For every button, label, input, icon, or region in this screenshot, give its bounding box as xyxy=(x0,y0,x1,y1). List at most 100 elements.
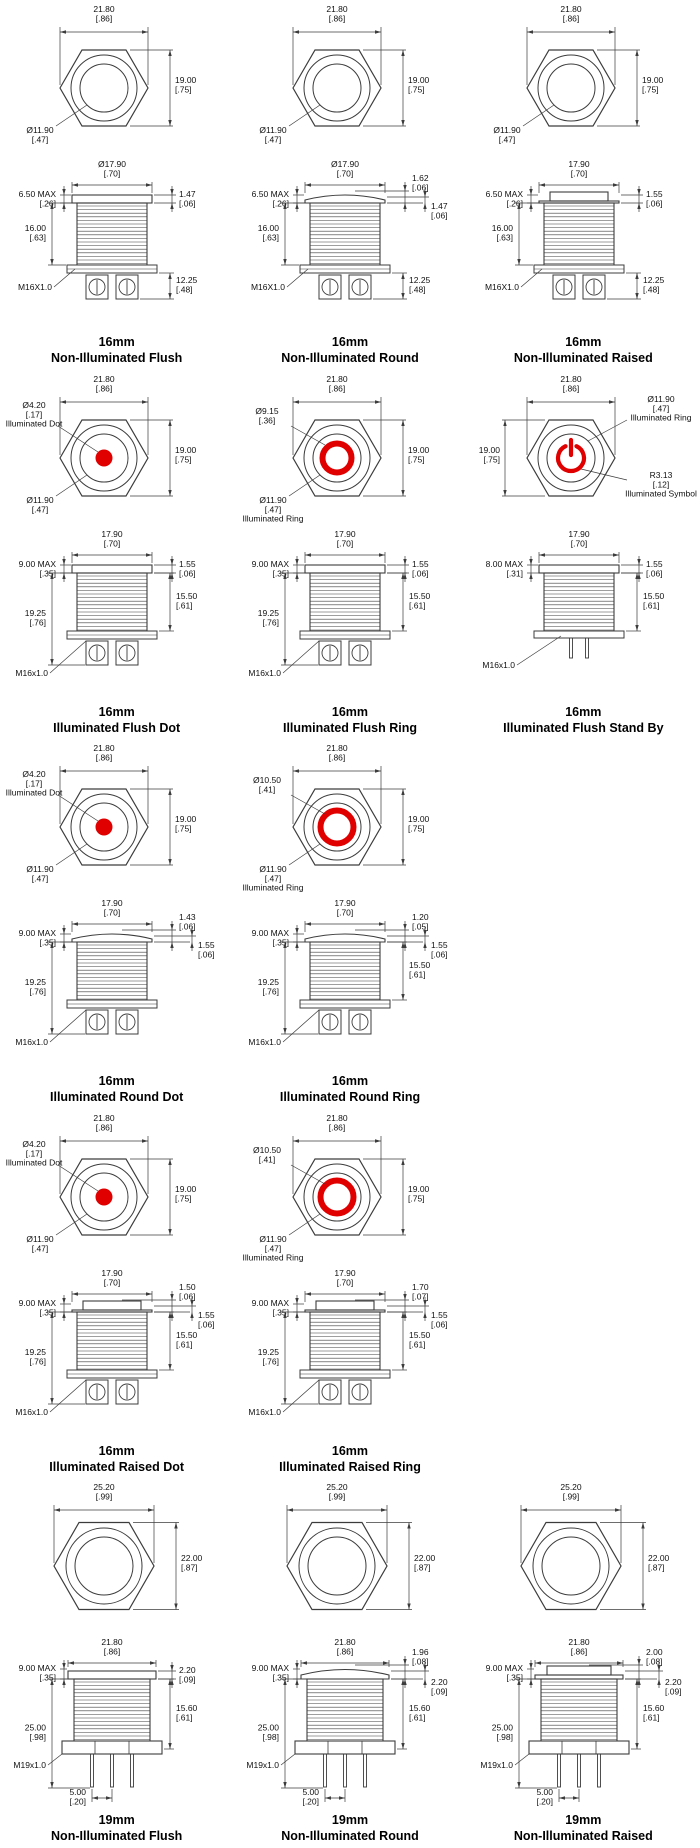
dim-label: 21.80[.86] xyxy=(94,743,116,762)
arrowhead xyxy=(423,1299,428,1306)
arrowhead xyxy=(403,1293,408,1300)
screw-terminal xyxy=(318,1379,342,1405)
arrowhead xyxy=(305,1292,312,1296)
arrowhead xyxy=(403,1659,408,1666)
leader-line xyxy=(587,419,627,441)
dim-label: M19x1.0 xyxy=(247,1760,280,1770)
leader-line xyxy=(289,843,321,866)
dim-label: 9.00 MAX[.35] xyxy=(19,559,57,578)
arrowhead xyxy=(283,572,288,579)
arrowhead xyxy=(287,1508,294,1513)
bezel-circle xyxy=(537,54,605,122)
side-view-drawing: 17.90[.70]9.00 MAX[.35]1.55[.06]19.25[.7… xyxy=(16,529,198,678)
button-cap xyxy=(71,564,153,574)
arrowhead xyxy=(168,1158,172,1165)
button-cap xyxy=(538,564,620,574)
caption-type: Illuminated Flush Ring xyxy=(282,720,417,735)
threaded-body xyxy=(309,941,382,1001)
screw-slot xyxy=(555,278,573,296)
arrowhead xyxy=(423,1311,428,1318)
dim-label: Ø11.90[.47] xyxy=(493,125,521,144)
side-view-drawing: Ø17.90[.70]6.50 MAX[.26]1.47[.06]16.00[.… xyxy=(18,159,198,300)
arrowhead xyxy=(616,1661,623,1666)
dim-label: 16.00[.63] xyxy=(25,223,47,242)
arrowhead xyxy=(168,489,172,496)
terminal-pin xyxy=(584,637,589,659)
arrowhead xyxy=(641,1522,645,1529)
arrowhead xyxy=(529,1663,533,1670)
dim-label: 9.00 MAX[.35] xyxy=(19,1298,57,1317)
dim-label: 9.00 MAX[.35] xyxy=(485,1663,523,1682)
threaded-body xyxy=(309,1311,382,1371)
arrowhead xyxy=(503,489,507,496)
screw-terminal xyxy=(85,1009,109,1035)
dim-label: M16X1.0 xyxy=(485,282,519,292)
dim-label: Ø17.90[.70] xyxy=(332,159,360,178)
cell-19mm-non-illuminated-flush: 25.20[.99]22.00[.87]21.80[.86]9.00 MAX[.… xyxy=(0,1478,233,1848)
leader-line xyxy=(283,1379,320,1413)
caption-type: Illuminated Round Ring xyxy=(279,1090,421,1105)
dim-label: 19.25[.76] xyxy=(25,977,47,996)
arrowhead xyxy=(283,1311,288,1318)
arrowhead xyxy=(526,399,533,404)
button-cap xyxy=(534,1674,624,1680)
dim-label: M16x1.0 xyxy=(249,1037,282,1047)
dim-label: 19.25[.76] xyxy=(258,1347,280,1366)
caption-type: Non-Illuminated Flush xyxy=(51,351,183,365)
screw-terminal xyxy=(348,1009,372,1035)
arrowhead xyxy=(295,1311,300,1318)
arrowhead xyxy=(407,1603,412,1610)
dim-label: 8.00 MAX[.31] xyxy=(485,559,523,578)
illuminated-ring xyxy=(317,807,357,847)
arrowhead xyxy=(614,1508,621,1513)
arrowhead xyxy=(72,1292,79,1296)
dim-label: M16x1.0 xyxy=(16,1407,49,1417)
dim-label: 21.80[.86] xyxy=(327,1113,349,1132)
arrowhead xyxy=(168,859,172,866)
arrowhead xyxy=(637,189,641,195)
dim-label: 19.00[.75] xyxy=(479,445,501,464)
hex-nut-outline xyxy=(59,788,149,866)
arrowhead xyxy=(142,769,149,773)
dim-label: 9.00 MAX[.35] xyxy=(252,1298,290,1317)
dim-label: 19.25[.76] xyxy=(258,608,280,627)
top-view-drawing: 21.80[.86]19.00[.75]Ø11.90[.47] xyxy=(260,4,430,144)
caption-size: 16mm xyxy=(98,1074,135,1089)
arrowhead xyxy=(612,183,619,187)
arrowhead xyxy=(148,1508,155,1513)
arrowhead xyxy=(170,189,174,195)
dim-label: 19.00[.75] xyxy=(408,814,430,833)
dim-label: 17.90[.70] xyxy=(335,529,357,548)
screw-terminal xyxy=(582,274,606,300)
side-view-drawing: 21.80[.86]9.00 MAX[.35]1.96[.08]2.20[.09… xyxy=(247,1637,448,1806)
terminal-pin xyxy=(363,1753,368,1788)
caption-size: 19mm xyxy=(98,1813,135,1828)
leader-line xyxy=(47,1754,63,1766)
arrowhead xyxy=(572,1796,579,1801)
hex-nut xyxy=(294,1740,397,1755)
arrowhead xyxy=(339,1796,346,1801)
cell-16mm-illuminated-flush-stand-by: 21.80[.86]19.00[.75]Ø11.90[.47]Illuminat… xyxy=(467,370,700,740)
hex-nut-outline xyxy=(286,1522,389,1611)
dim-label: 17.90[.70] xyxy=(568,159,590,178)
dim-label: Ø11.90[.47]Illuminated Ring xyxy=(243,495,304,524)
caption-type: Non-Illuminated Round xyxy=(281,351,419,365)
leader-line xyxy=(57,1164,99,1192)
hex-nut-outline xyxy=(520,1522,622,1611)
screw-terminal xyxy=(115,274,139,300)
dim-label: 21.80[.86] xyxy=(94,374,116,393)
cell-16mm-illuminated-round-dot: 21.80[.86]19.00[.75]Ø4.20[.17]Illuminate… xyxy=(0,739,233,1109)
caption-size: 19mm xyxy=(331,1813,369,1828)
arrowhead xyxy=(517,1679,521,1686)
top-view-drawing: 25.20[.99]22.00[.87] xyxy=(520,1482,669,1611)
dim-label: M16x1.0 xyxy=(249,1407,282,1417)
button-circle xyxy=(312,63,362,113)
arrowhead xyxy=(401,50,406,56)
side-view-drawing: 17.90[.70]9.00 MAX[.35]1.55[.06]19.25[.7… xyxy=(249,529,431,678)
top-view-drawing: 21.80[.86]19.00[.75]Ø4.20[.17]Illuminate… xyxy=(6,374,197,514)
leader-line xyxy=(289,1213,321,1236)
illuminated-dot xyxy=(95,449,113,467)
